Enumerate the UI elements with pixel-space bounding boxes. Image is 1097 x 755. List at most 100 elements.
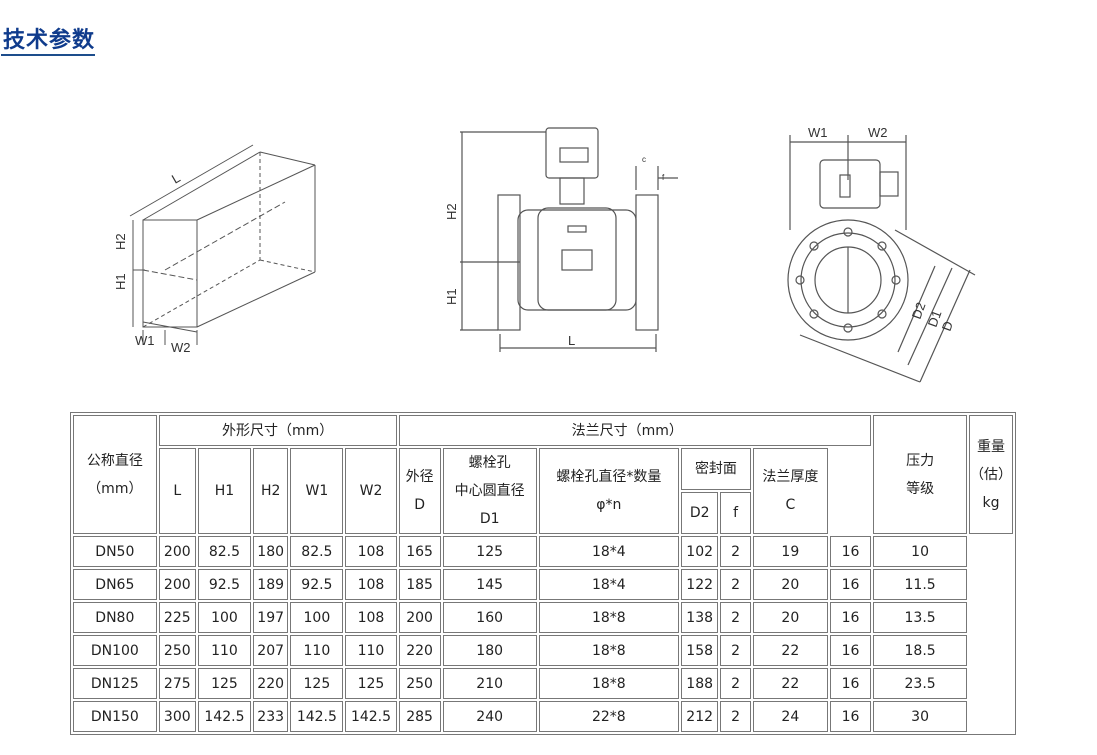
table-cell: 188 [680, 668, 719, 699]
box-dimension-diagram: L H2 H1 W1 W2 [113, 144, 316, 355]
label-W1: W1 [135, 333, 155, 348]
table-cell: 108 [345, 569, 397, 600]
table-cell: 30 [873, 701, 967, 732]
table-cell: 250 [398, 668, 441, 699]
table-cell: 18*8 [538, 668, 679, 699]
label-W1: W1 [808, 125, 828, 140]
page-title: 技术参数 [3, 28, 96, 53]
table-cell: 220 [398, 635, 441, 666]
table-cell: 16 [829, 635, 872, 666]
label-H2: H2 [444, 203, 459, 220]
table-cell: 13.5 [873, 602, 967, 633]
table-cell: 125 [290, 668, 344, 699]
table-cell: DN65 [73, 569, 157, 600]
table-cell: 2 [720, 536, 751, 567]
table-cell: DN125 [73, 668, 157, 699]
table-cell: 200 [158, 536, 196, 567]
label-D1: D1 [925, 308, 945, 329]
table-cell: 16 [829, 569, 872, 600]
header-pressure: 压力等级 [873, 415, 967, 534]
table-cell: DN100 [73, 635, 157, 666]
table-cell: 110 [197, 635, 251, 666]
header-flange: 法兰尺寸（mm） [398, 415, 872, 446]
table-cell: DN50 [73, 536, 157, 567]
table-cell: 16 [829, 536, 872, 567]
table-cell: 250 [158, 635, 196, 666]
table-cell: 2 [720, 569, 751, 600]
header-H1: H1 [197, 448, 251, 534]
table-cell: DN150 [73, 701, 157, 732]
table-cell: 285 [398, 701, 441, 732]
table-cell: 142.5 [290, 701, 344, 732]
table-cell: 18*4 [538, 536, 679, 567]
table-cell: 20 [752, 569, 828, 600]
label-H1: H1 [113, 273, 128, 290]
table-cell: 189 [252, 569, 289, 600]
table-cell: 2 [720, 602, 751, 633]
table-cell: 11.5 [873, 569, 967, 600]
label-f: f [662, 173, 665, 182]
table-cell: 207 [252, 635, 289, 666]
table-cell: 122 [680, 569, 719, 600]
header-H2: H2 [252, 448, 289, 534]
table-cell: 125 [345, 668, 397, 699]
label-c: c [642, 155, 646, 164]
header-W2: W2 [345, 448, 397, 534]
table-cell: 92.5 [197, 569, 251, 600]
label-H2: H2 [113, 233, 128, 250]
header-L: L [158, 448, 196, 534]
label-D: D [939, 319, 956, 333]
table-cell: 16 [829, 701, 872, 732]
table-cell: 145 [442, 569, 537, 600]
spec-table: 公称直径（mm） 外形尺寸（mm） 法兰尺寸（mm） 压力等级 重量（估）kg … [70, 412, 1016, 735]
table-cell: 212 [680, 701, 719, 732]
table-cell: 18*8 [538, 602, 679, 633]
header-W1: W1 [290, 448, 344, 534]
label-L: L [169, 170, 183, 187]
table-cell: 125 [197, 668, 251, 699]
table-cell: 18.5 [873, 635, 967, 666]
table-cell: 142.5 [345, 701, 397, 732]
table-cell: 100 [197, 602, 251, 633]
table-cell: 110 [345, 635, 397, 666]
table-cell: 82.5 [197, 536, 251, 567]
table-cell: 142.5 [197, 701, 251, 732]
table-cell: 102 [680, 536, 719, 567]
table-cell: 125 [442, 536, 537, 567]
header-shape: 外形尺寸（mm） [158, 415, 397, 446]
table-cell: 233 [252, 701, 289, 732]
table-cell: 24 [752, 701, 828, 732]
table-cell: 275 [158, 668, 196, 699]
table-cell: 210 [442, 668, 537, 699]
side-view-diagram: W1 W2 D2 D1 D [787, 125, 976, 383]
table-cell: 108 [345, 602, 397, 633]
table-cell: 92.5 [290, 569, 344, 600]
label-W2: W2 [868, 125, 888, 140]
header-seal-D2: D2 [680, 492, 719, 534]
table-cell: 18*8 [538, 635, 679, 666]
table-cell: 160 [442, 602, 537, 633]
table-cell: 165 [398, 536, 441, 567]
table-cell: 240 [442, 701, 537, 732]
table-cell: DN80 [73, 602, 157, 633]
table-cell: 200 [398, 602, 441, 633]
header-seal-f: f [720, 492, 751, 534]
table-cell: 197 [252, 602, 289, 633]
label-H1: H1 [444, 288, 459, 305]
table-cell: 180 [442, 635, 537, 666]
table-cell: 16 [829, 602, 872, 633]
table-cell: 10 [873, 536, 967, 567]
table-cell: 180 [252, 536, 289, 567]
table-cell: 2 [720, 668, 751, 699]
front-view-diagram: H2 H1 L c f [444, 127, 678, 352]
table-cell: 82.5 [290, 536, 344, 567]
table-cell: 138 [680, 602, 719, 633]
table-cell: 110 [290, 635, 344, 666]
table-cell: 16 [829, 668, 872, 699]
table-cell: 220 [252, 668, 289, 699]
